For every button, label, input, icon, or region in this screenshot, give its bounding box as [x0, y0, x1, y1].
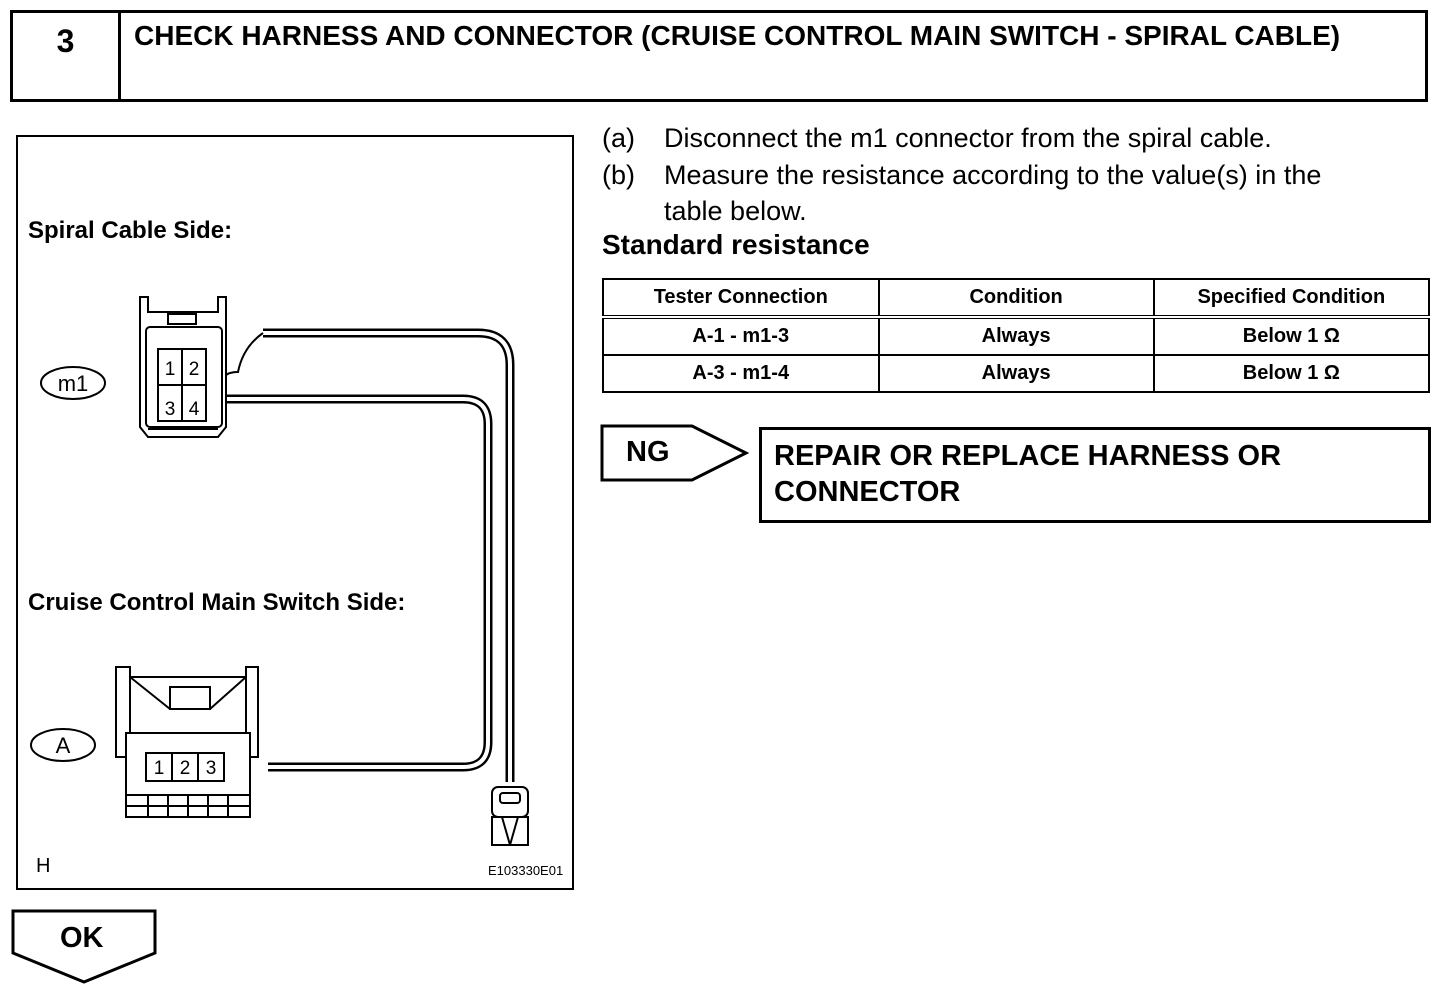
m1-callout	[40, 366, 106, 400]
instruction-a-tag: (a)	[602, 123, 635, 153]
ng-result-box: REPAIR OR REPLACE HARNESS OR CONNECTOR	[759, 427, 1431, 523]
table-cell: Always	[877, 316, 1155, 356]
a-callout-label: A	[56, 733, 71, 758]
ng-label: NG	[626, 436, 670, 468]
ng-result-line2: CONNECTOR	[774, 476, 961, 508]
instruction-b-text-line1: Measure the resistance according to the …	[664, 160, 1322, 190]
ng-arrow	[600, 424, 750, 482]
spiral-cable-side-label: Spiral Cable Side:	[28, 217, 233, 244]
a-connector	[115, 666, 259, 818]
table-cell: A-1 - m1-3	[602, 316, 880, 356]
a-pin-3: 3	[206, 758, 217, 779]
switch-side-label: Cruise Control Main Switch Side:	[28, 589, 406, 616]
m1-pin-3: 3	[165, 399, 176, 420]
table-row: A-1 - m1-3 Always Below 1 Ω	[602, 316, 1431, 356]
figure-corner-letter: H	[36, 855, 51, 877]
step-header-box	[10, 10, 1428, 102]
resistance-table: Tester Connection Condition Specified Co…	[602, 278, 1431, 393]
wiring-diagram: 1 2 3 4 m1 1 2	[30, 296, 529, 846]
table-cell: A-3 - m1-4	[602, 354, 880, 393]
wire-m1-3	[223, 394, 493, 772]
column-header: Condition	[877, 278, 1155, 319]
column-header: Specified Condition	[1152, 278, 1431, 319]
m1-pin-1: 1	[165, 359, 176, 380]
instruction-b: (b) Measure the resistance according to …	[602, 157, 1432, 229]
instruction-b-text-line2: table below.	[664, 196, 807, 226]
instruction-a-text: Disconnect the m1 connector from the spi…	[664, 123, 1272, 153]
table-cell: Below 1 Ω	[1152, 316, 1431, 356]
a-pin-1: 1	[154, 758, 165, 779]
instruction-b-tag: (b)	[602, 160, 635, 190]
ng-result-line1: REPAIR OR REPLACE HARNESS OR	[774, 440, 1282, 472]
instruction-a: (a) Disconnect the m1 connector from the…	[602, 120, 1432, 156]
ok-arrow	[11, 909, 157, 984]
column-header: Tester Connection	[602, 278, 880, 319]
table-row: A-3 - m1-4 Always Below 1 Ω	[602, 354, 1431, 393]
step-title: CHECK HARNESS AND CONNECTOR (CRUISE CONT…	[134, 20, 1341, 51]
wiring-figure: Spiral Cable Side: Cruise Control Main S…	[16, 135, 574, 890]
m1-callout-label: m1	[58, 371, 89, 396]
tester-probe	[491, 786, 529, 846]
table-cell: Below 1 Ω	[1152, 354, 1431, 393]
m1-pin-4: 4	[189, 399, 200, 420]
step-number: 3	[13, 13, 121, 99]
m1-connector	[139, 296, 227, 438]
standard-resistance-heading: Standard resistance	[602, 229, 870, 260]
table-cell: Always	[877, 354, 1155, 393]
ok-label: OK	[60, 922, 104, 954]
figure-code: E103330E01	[488, 863, 564, 878]
a-callout	[30, 728, 96, 762]
m1-pin-2: 2	[189, 359, 200, 380]
a-pin-2: 2	[180, 758, 191, 779]
table-header-row: Tester Connection Condition Specified Co…	[602, 278, 1431, 319]
